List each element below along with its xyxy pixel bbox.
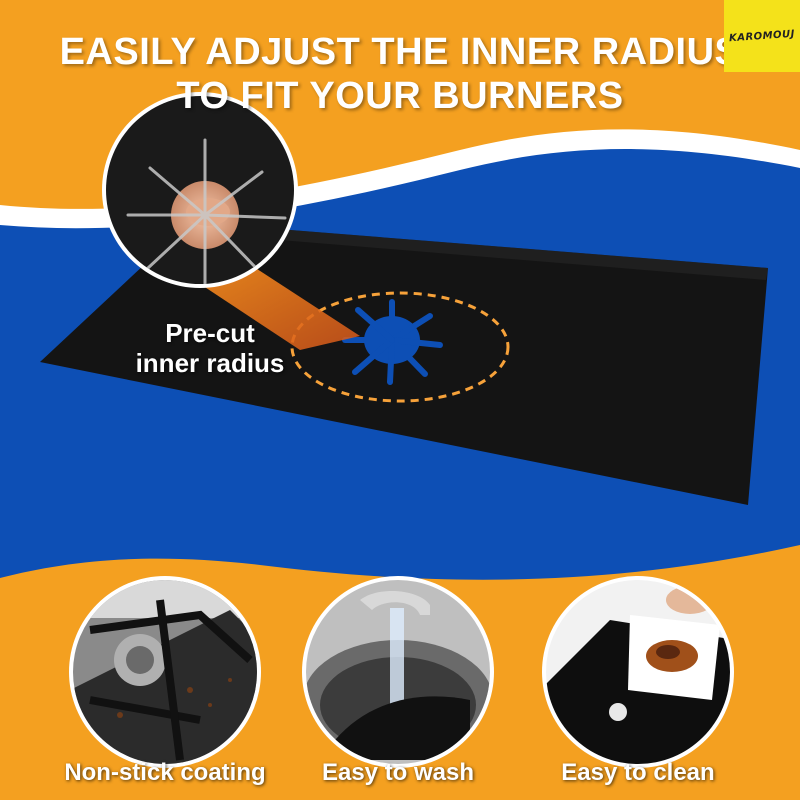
callout-line-1: Pre-cut (165, 318, 255, 348)
headline: EASILY ADJUST THE INNER RADIUS TO FIT YO… (0, 30, 800, 118)
callout-line-2: inner radius (135, 348, 285, 378)
headline-line-1: EASILY ADJUST THE INNER RADIUS (59, 31, 741, 73)
faucet-sink-photo (302, 576, 494, 768)
feature-label-wash: Easy to wash (321, 759, 475, 786)
feature-label-nonstick: Non-stick coating (64, 759, 266, 786)
feature-label-clean: Easy to clean (561, 759, 715, 786)
dashed-radius-circle (290, 291, 510, 403)
zoom-circle-hole (102, 92, 298, 288)
precut-callout: Pre-cut inner radius (120, 318, 300, 378)
headline-line-2: TO FIT YOUR BURNERS (176, 75, 624, 117)
gas-burner-photo (69, 576, 261, 768)
brand-name: KAROMOUJ (728, 28, 796, 44)
brand-logo: KAROMOUJ (724, 0, 800, 72)
wipe-stain-photo (542, 576, 734, 768)
precut-hole (342, 299, 443, 385)
